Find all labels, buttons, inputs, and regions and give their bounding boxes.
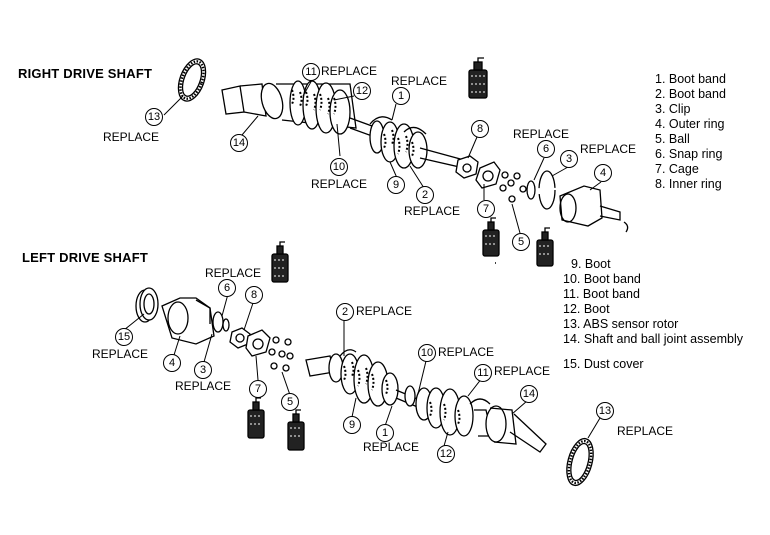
callout-13-right: 13 (145, 108, 163, 126)
legend-item: 1. Boot band (655, 72, 726, 86)
left-joint-parts (229, 327, 294, 372)
right-drive-shaft-heading: RIGHT DRIVE SHAFT (18, 66, 153, 81)
grease-tube-left-bottom-b (287, 409, 305, 451)
replace-label-11-left: REPLACE (494, 364, 551, 378)
right-shaft-assembly (221, 80, 465, 169)
legend-item: 14. Shaft and ball joint assembly (563, 332, 743, 346)
callout-6-right: 6 (537, 140, 555, 158)
callout-10-left: 10 (418, 344, 436, 362)
callout-6-left: 6 (218, 279, 236, 297)
grease-tube-left-top (271, 241, 289, 283)
callout-8-left: 8 (245, 286, 263, 304)
legend-item: 5. Ball (655, 132, 690, 146)
callout-7-left: 7 (249, 380, 267, 398)
callout-13-left: 13 (596, 402, 614, 420)
grease-tube-right-bottom (536, 227, 554, 267)
legend-item: 12. Boot (563, 302, 610, 316)
replace-label-10-left: REPLACE (438, 345, 495, 359)
replace-label-11-right: REPLACE (321, 64, 378, 78)
grease-tube-right-top (468, 57, 488, 99)
legend-bottom: 9. Boot 10. Boot band 11. Boot band 12. … (563, 257, 743, 372)
legend-item: 11. Boot band (563, 287, 640, 301)
callout-2-left: 2 (336, 303, 354, 321)
callout-15-left: 15 (115, 328, 133, 346)
callout-14-right: 14 (230, 134, 248, 152)
legend-item: 13. ABS sensor rotor (563, 317, 679, 331)
callout-2-right: 2 (416, 186, 434, 204)
callout-4-right: 4 (594, 164, 612, 182)
callout-5-right: 5 (512, 233, 530, 251)
callout-8-right: 8 (471, 120, 489, 138)
callout-4-left: 4 (163, 354, 181, 372)
left-shaft-assembly (305, 349, 547, 453)
callout-12-right: 12 (353, 82, 371, 100)
replace-label-6-right: REPLACE (513, 127, 570, 141)
callout-9-right: 9 (387, 176, 405, 194)
callout-3-left: 3 (194, 361, 212, 379)
replace-label-1-left: REPLACE (363, 440, 420, 454)
replace-label-10-right: REPLACE (311, 177, 368, 191)
legend-top: 1. Boot band 2. Boot band 3. Clip 4. Out… (655, 72, 726, 192)
leader-lines-right (163, 79, 602, 234)
callout-11-left: 11 (474, 364, 492, 382)
outer-ring-left (161, 297, 230, 345)
legend-item: 2. Boot band (655, 87, 726, 101)
replace-label-13-left: REPLACE (617, 424, 674, 438)
leader-lines-left (123, 293, 601, 447)
callout-1-right: 1 (392, 87, 410, 105)
replace-label-13-right: REPLACE (103, 130, 160, 144)
callout-11-right: 11 (302, 63, 320, 81)
grease-tube-left-bottom-a (247, 397, 265, 439)
grease-tube-right-mid (482, 217, 500, 257)
replace-label-1-right: REPLACE (391, 74, 448, 88)
abs-sensor-rotor-left (566, 437, 594, 487)
callout-12-left: 12 (437, 445, 455, 463)
callout-14-left: 14 (520, 385, 538, 403)
abs-sensor-rotor-right (177, 58, 207, 102)
legend-item: 15. Dust cover (563, 357, 644, 371)
callout-9-left: 9 (343, 416, 361, 434)
right-joint-parts (455, 155, 629, 233)
legend-item: 9. Boot (571, 257, 611, 271)
callout-10-right: 10 (330, 158, 348, 176)
callout-5-left: 5 (281, 393, 299, 411)
replace-label-15-left: REPLACE (92, 347, 149, 361)
legend-item: 10. Boot band (563, 272, 641, 286)
callout-3-right: 3 (560, 150, 578, 168)
dust-cover-left (135, 287, 159, 323)
replace-label-3-left: REPLACE (175, 379, 232, 393)
legend-item: 8. Inner ring (655, 177, 722, 191)
callout-7-right: 7 (477, 200, 495, 218)
legend-item: 6. Snap ring (655, 147, 723, 161)
replace-label-3-right: REPLACE (580, 142, 637, 156)
callout-1-left: 1 (376, 424, 394, 442)
legend-item: 7. Cage (655, 162, 699, 176)
replace-label-2-left: REPLACE (356, 304, 413, 318)
left-drive-shaft-heading: LEFT DRIVE SHAFT (22, 250, 148, 265)
replace-label-6-left: REPLACE (205, 266, 262, 280)
replace-label-2-right: REPLACE (404, 204, 461, 218)
legend-item: 4. Outer ring (655, 117, 725, 131)
legend-item: 3. Clip (655, 102, 691, 116)
